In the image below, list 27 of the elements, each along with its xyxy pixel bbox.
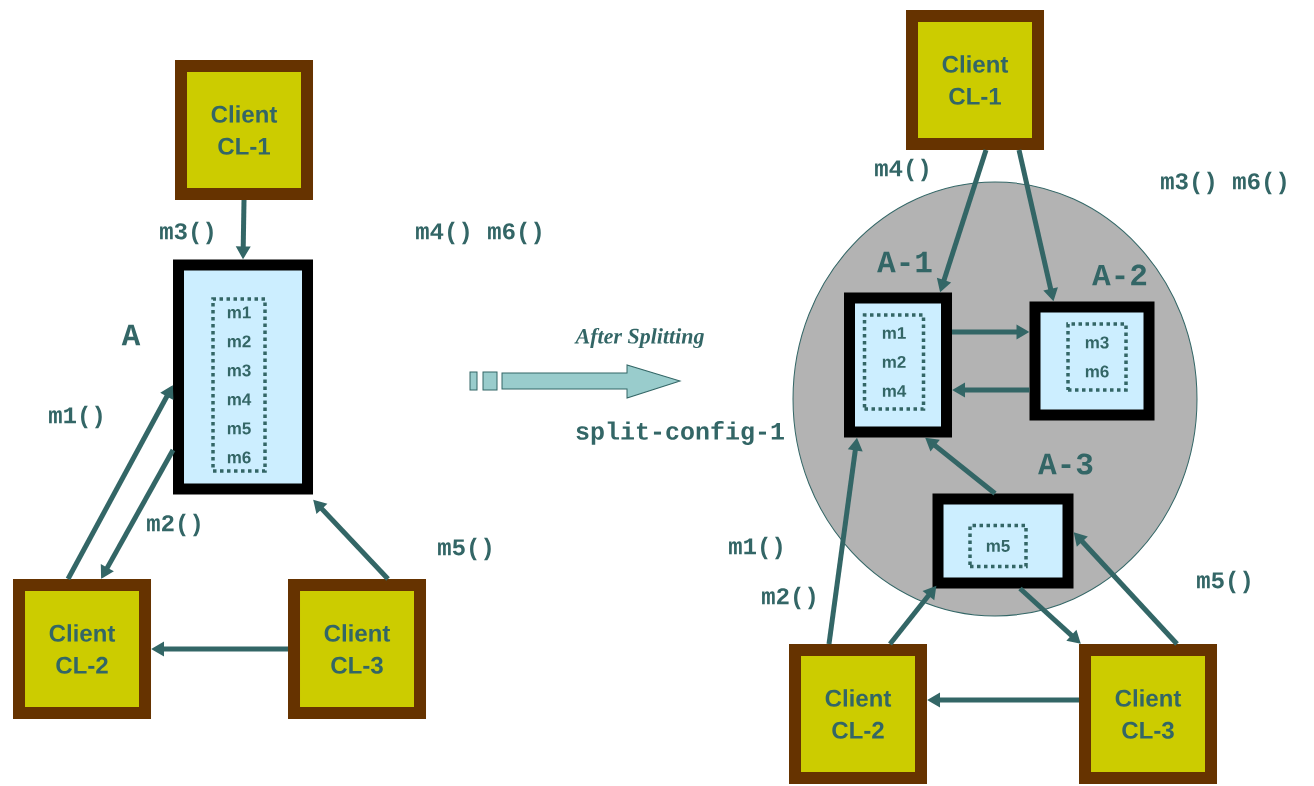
client-box: Client CL-3 — [288, 579, 426, 719]
component-label: A — [121, 324, 141, 346]
component-label: A-2 — [1092, 264, 1147, 286]
arrow — [1018, 586, 1081, 644]
client-box: Client CL-3 — [1079, 644, 1217, 784]
method-label: m5() — [1197, 570, 1250, 594]
component-label: A-1 — [877, 251, 932, 273]
method-group: m1 m2 m4 — [862, 313, 926, 411]
method-group: m3 m6 — [1066, 322, 1128, 392]
edge-label: m2() — [145, 512, 205, 538]
method-group: m1 m2 m3 m4 m5 m6 — [211, 297, 267, 473]
method-label: m1() — [729, 536, 782, 560]
client-box: Client CL-1 — [175, 60, 313, 200]
method-label: After Splitting — [574, 327, 704, 349]
method-label: split-config-1 — [576, 421, 784, 445]
method-label: m4() — [875, 158, 928, 182]
method-label: m4() m6() — [416, 221, 541, 245]
edge-label: m1() — [47, 404, 107, 430]
method-label: m3() m6() — [1161, 171, 1286, 195]
client-box: Client CL-2 — [13, 579, 151, 719]
method-group: m5 — [968, 523, 1028, 569]
edge-label: m3() — [158, 220, 218, 246]
client-box: Client CL-2 — [789, 644, 927, 784]
client-box: Client CL-1 — [906, 10, 1044, 150]
edge-label: m5() — [436, 536, 496, 562]
method-label: m2() — [762, 586, 815, 610]
component-label: A-3 — [1038, 453, 1093, 475]
